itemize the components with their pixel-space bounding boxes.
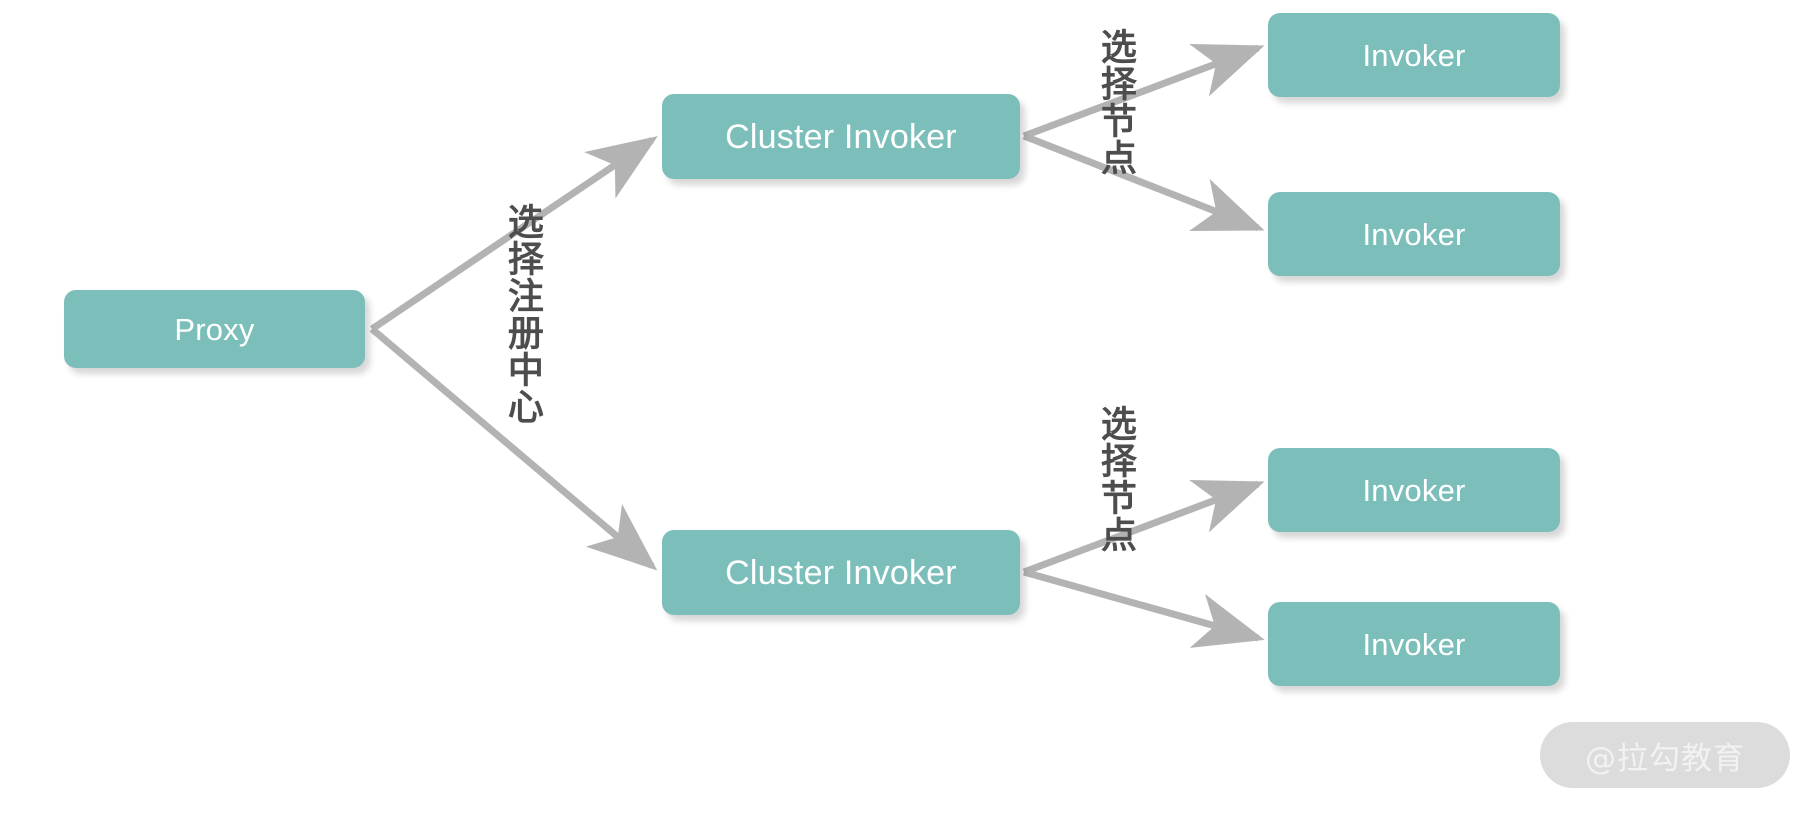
edge-cluster-2-to-invoker-3 xyxy=(1022,479,1265,576)
node-cluster-invoker-2[interactable]: Cluster Invoker xyxy=(662,530,1020,615)
node-cluster-invoker-2-label: Cluster Invoker xyxy=(725,553,957,592)
edge-proxy-to-cluster-2 xyxy=(369,326,658,571)
edge-cluster-1-to-invoker-1 xyxy=(1022,43,1265,140)
edge-cluster-1-to-invoker-2 xyxy=(1022,132,1265,232)
node-proxy[interactable]: Proxy xyxy=(64,290,365,368)
watermark-text: @拉勾教育 xyxy=(1585,740,1745,777)
node-invoker-2[interactable]: Invoker xyxy=(1268,192,1560,276)
edge-proxy-to-cluster-1 xyxy=(370,136,658,332)
node-invoker-3[interactable]: Invoker xyxy=(1268,448,1560,532)
node-invoker-1-label: Invoker xyxy=(1362,37,1466,73)
node-invoker-2-label: Invoker xyxy=(1362,216,1466,252)
watermark-badge: @拉勾教育 xyxy=(1540,722,1790,788)
edge-label-select-node-2: 选择节点 xyxy=(1094,405,1136,553)
node-invoker-4[interactable]: Invoker xyxy=(1268,602,1560,686)
edge-cluster-2-to-invoker-4 xyxy=(1023,568,1265,648)
node-invoker-4-label: Invoker xyxy=(1362,626,1466,662)
edge-label-select-node-1: 选择节点 xyxy=(1094,28,1136,176)
edge-label-select-registry: 选择注册中心 xyxy=(501,203,543,425)
node-cluster-invoker-1-label: Cluster Invoker xyxy=(725,117,957,156)
node-cluster-invoker-1[interactable]: Cluster Invoker xyxy=(662,94,1020,179)
node-invoker-3-label: Invoker xyxy=(1362,472,1466,508)
node-proxy-label: Proxy xyxy=(174,311,255,347)
node-invoker-1[interactable]: Invoker xyxy=(1268,13,1560,97)
